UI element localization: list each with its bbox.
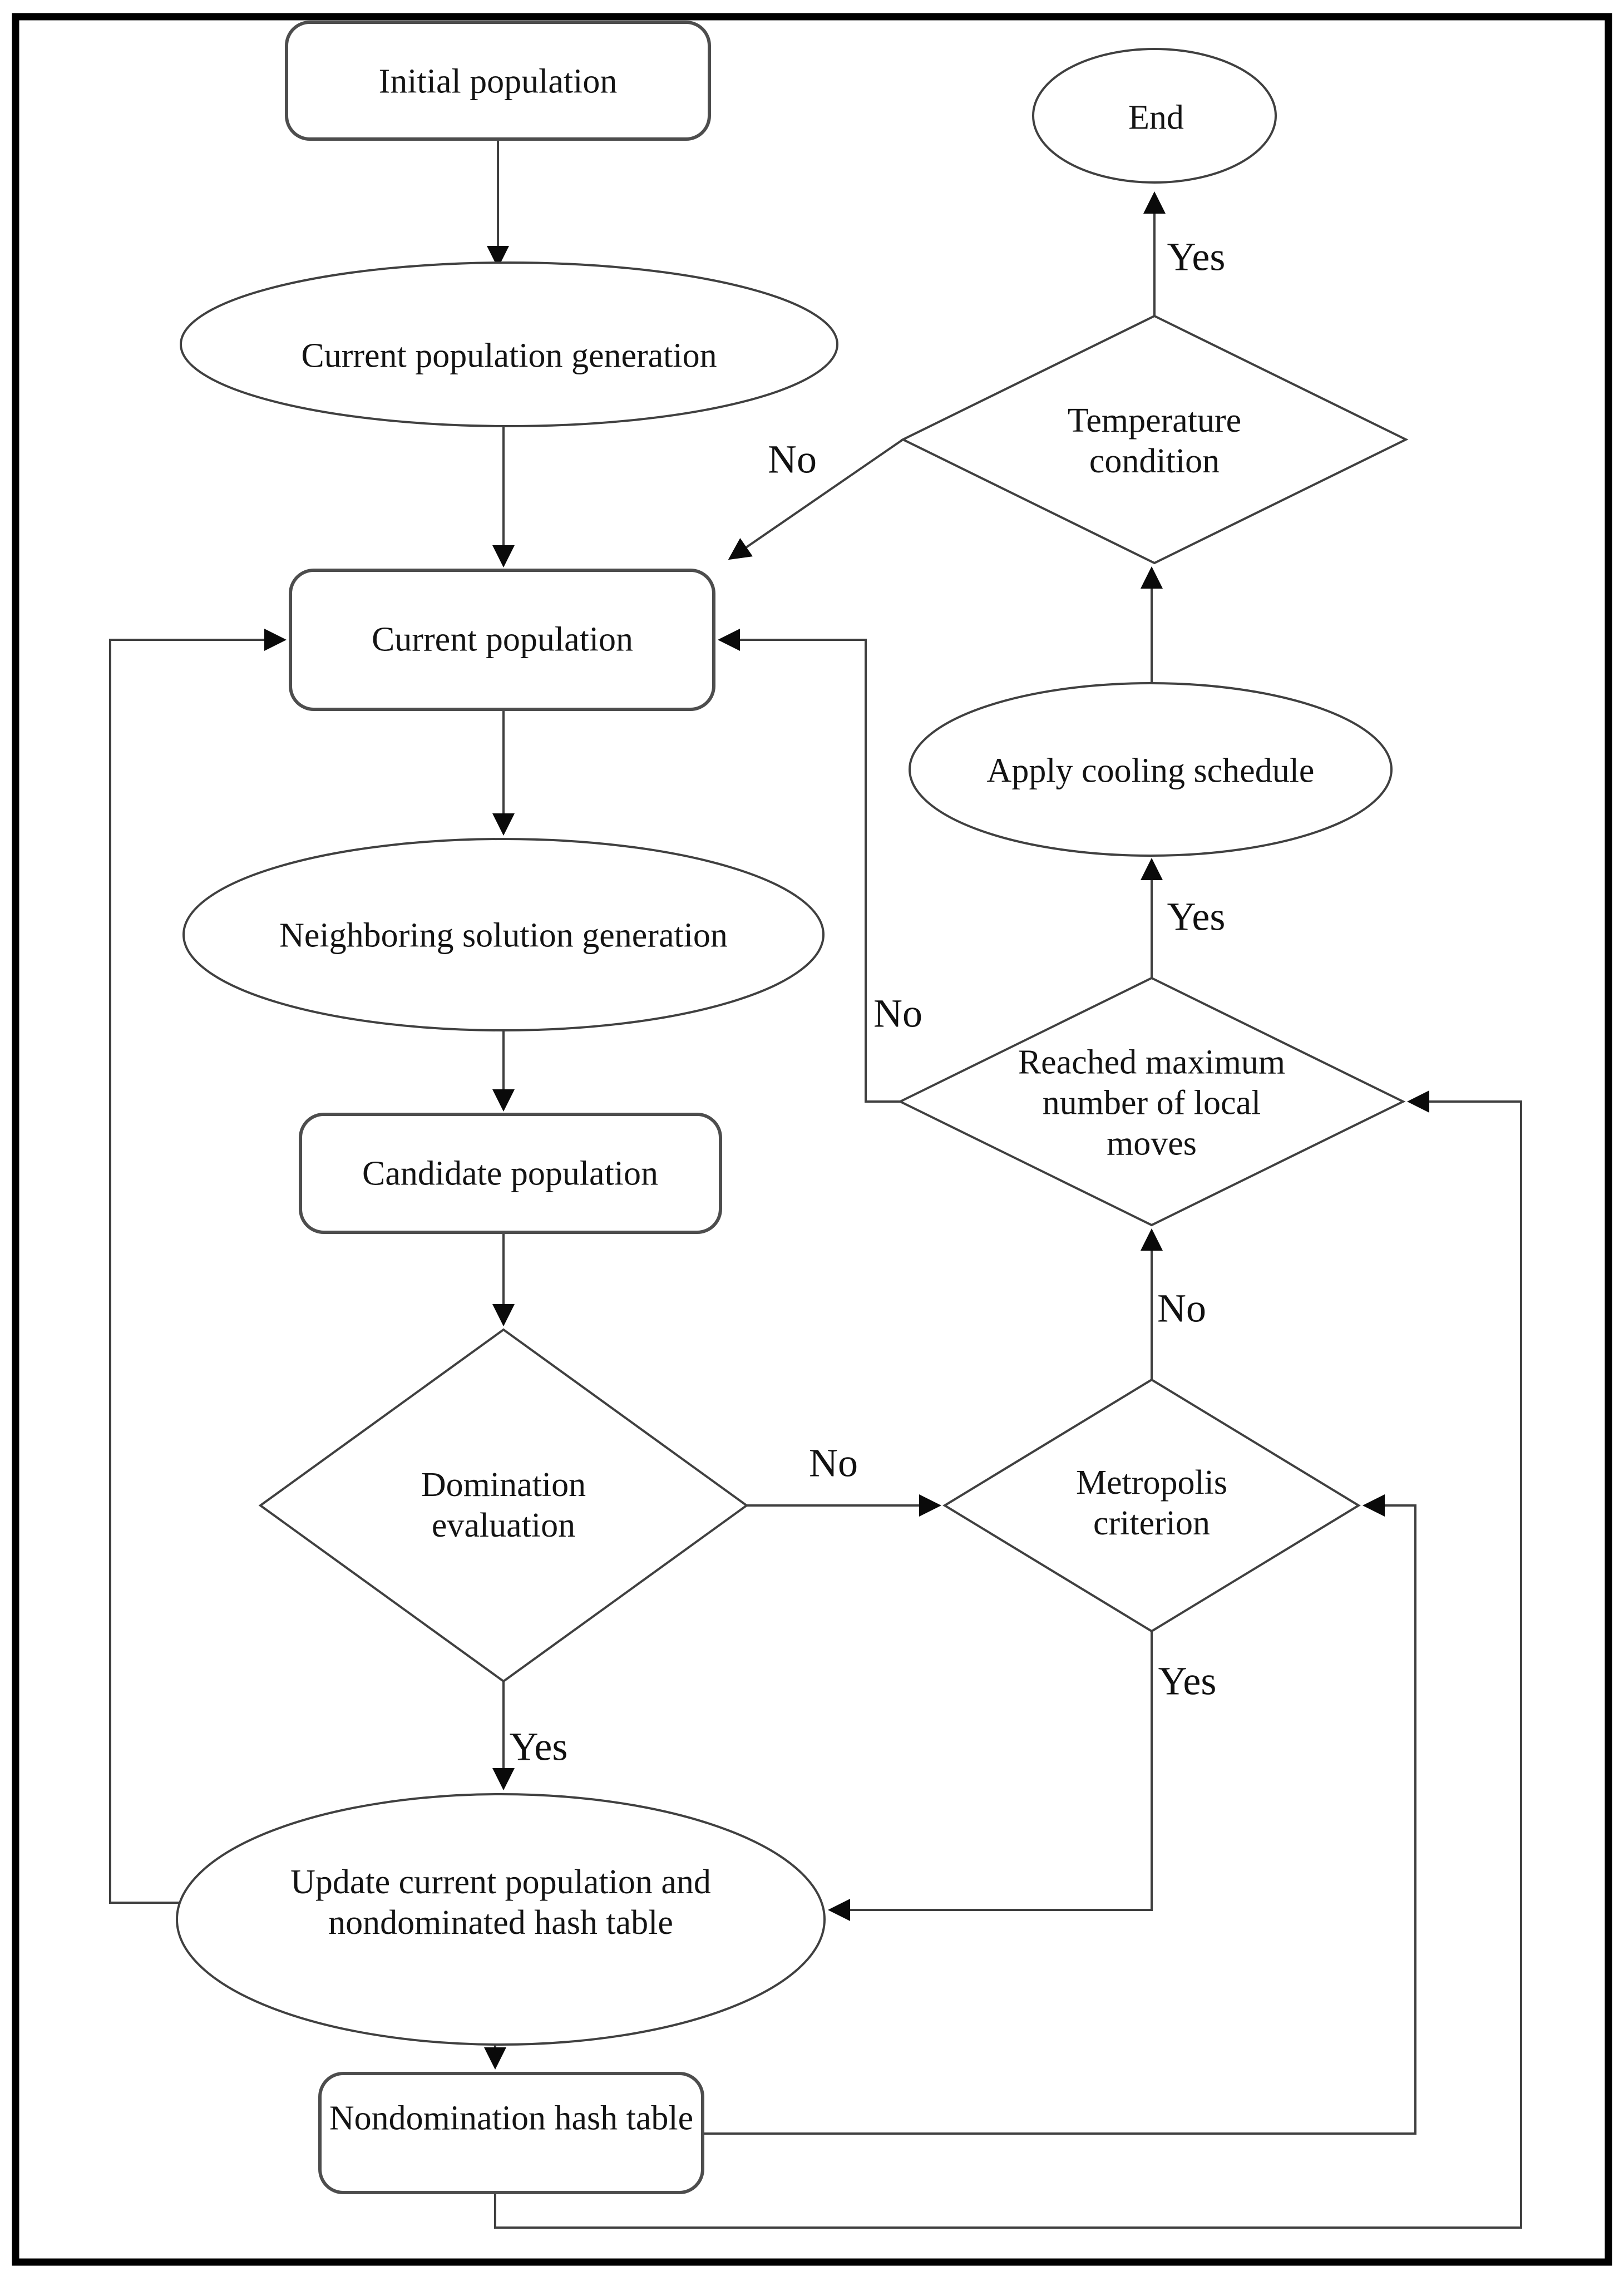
current-population-node: [289, 569, 715, 711]
edge-temperature-no-to-current: [728, 438, 904, 560]
neighboring-solution-generation-node: [182, 838, 825, 1031]
candidate-population-node: [299, 1113, 722, 1234]
nondomination-hash-table-node: [318, 2072, 704, 2194]
apply-cooling-schedule-node: [909, 682, 1393, 857]
edge-nondomination-to-metropolis: [703, 1494, 1416, 2135]
temperature-condition-node: [900, 314, 1409, 565]
update-current-population-node: [176, 1793, 826, 2046]
current-population-generation-node: [180, 261, 838, 427]
metropolis-criterion-node: [942, 1378, 1361, 1633]
edge-nondomination-loop-to-reached: [494, 1090, 1522, 2229]
outer-border: [12, 13, 1612, 2266]
domination-evaluation-node: [258, 1328, 749, 1683]
end-node: [1032, 48, 1277, 184]
edge-reached-no-to-current: [718, 629, 900, 1103]
edge-update-feedback-to-current: [109, 629, 287, 1904]
edge-metropolis-yes-to-update: [828, 1631, 1153, 1921]
reached-maximum-local-moves-node: [897, 976, 1406, 1227]
initial-population-node: [285, 21, 711, 141]
